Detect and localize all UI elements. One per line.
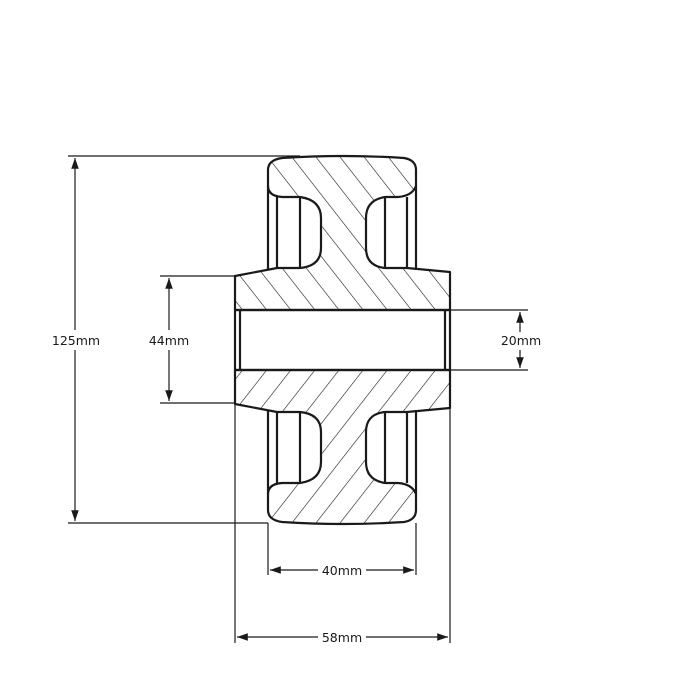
dimension-label-44: 44mm bbox=[149, 333, 189, 348]
dimension-label-40: 40mm bbox=[322, 563, 362, 578]
upper-section-hatch bbox=[235, 156, 450, 310]
lower-section-hatch bbox=[235, 370, 450, 524]
dimension-overall-diameter: 125mm bbox=[48, 155, 300, 524]
dimension-hub-diameter: 44mm bbox=[146, 275, 235, 404]
upper-section-outline bbox=[233, 154, 452, 312]
dimension-tread-width: 40mm bbox=[267, 523, 417, 579]
wheel-body bbox=[233, 154, 452, 526]
dimension-label-58: 58mm bbox=[322, 630, 362, 645]
lower-rim-lines bbox=[266, 410, 418, 494]
bore bbox=[233, 308, 452, 372]
dimension-hub-length: 58mm bbox=[234, 370, 451, 646]
lower-section-outline bbox=[233, 368, 452, 526]
dimension-label-125: 125mm bbox=[52, 333, 100, 348]
dimension-label-20: 20mm bbox=[501, 333, 541, 348]
upper-rim-lines bbox=[266, 186, 418, 270]
dimension-bore-diameter: 20mm bbox=[450, 309, 546, 371]
